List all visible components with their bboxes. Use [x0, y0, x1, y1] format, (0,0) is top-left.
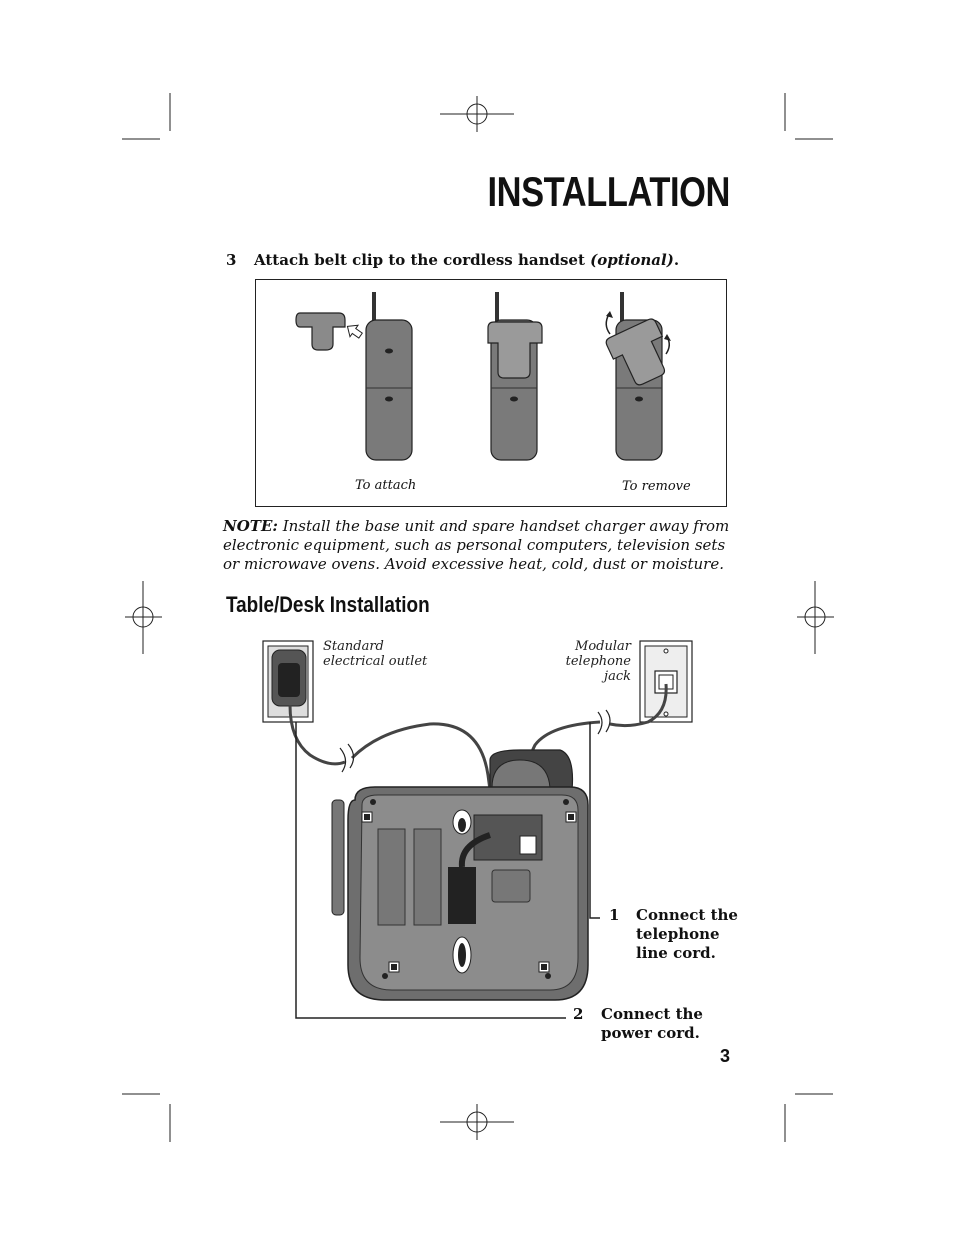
note-label: NOTE:: [223, 517, 278, 535]
belt-clip-figure-frame: [255, 279, 727, 507]
jack-label-line: Modular: [575, 639, 631, 654]
caption-to-remove: To remove: [622, 479, 691, 494]
crop-marks: [122, 93, 833, 1142]
jack-label-line: jack: [604, 669, 631, 684]
step-2-line: Connect the: [601, 1005, 703, 1023]
step-text: Attach belt clip to the cordless handset: [254, 251, 585, 269]
jack-label-line: telephone: [565, 654, 631, 669]
power-cord: [288, 704, 494, 806]
step-optional: (optional): [590, 251, 674, 269]
step-2-line: power cord.: [601, 1024, 700, 1042]
registration-target-icon: [125, 96, 834, 1140]
handset-clip-remove-illustration: [605, 292, 671, 461]
outlet-label-line: Standard: [323, 639, 384, 654]
caption-to-attach: To attach: [355, 478, 417, 493]
leader-lines: [295, 722, 600, 1019]
installation-note: NOTE: Install the base unit and spare ha…: [223, 517, 743, 574]
outlet-label-line: electrical outlet: [323, 654, 428, 669]
telephone-jack-illustration: [639, 640, 693, 723]
step-1-number: 1: [609, 906, 620, 924]
step-1-line: line cord.: [636, 944, 716, 962]
step-1-line: telephone: [636, 925, 720, 943]
note-text: Install the base unit and spare handset …: [223, 517, 730, 573]
jack-label: Modular telephone jack: [540, 639, 631, 684]
base-unit-illustration: [331, 749, 589, 1001]
step-2-number: 2: [573, 1005, 584, 1023]
outlet-label: Standard electrical outlet: [323, 639, 427, 669]
step-2-text: Connect the power cord.: [601, 1005, 703, 1043]
step-3-instruction: 3 Attach belt clip to the cordless handse…: [226, 251, 679, 269]
handset-clip-attached-illustration: [487, 292, 543, 461]
page-title: INSTALLATION: [487, 168, 730, 215]
step-1-text: Connect the telephone line cord.: [636, 906, 738, 963]
step-number: 3: [226, 251, 237, 269]
power-cord-break: [339, 743, 355, 773]
section-title: Table/Desk Installation: [226, 592, 430, 617]
telephone-cord-break: [597, 709, 611, 735]
step-end: .: [673, 251, 680, 269]
page-number: 3: [719, 1046, 730, 1066]
electrical-outlet-illustration: [262, 640, 314, 723]
step-1-line: Connect the: [636, 906, 738, 924]
handset-attach-illustration: [295, 292, 413, 461]
